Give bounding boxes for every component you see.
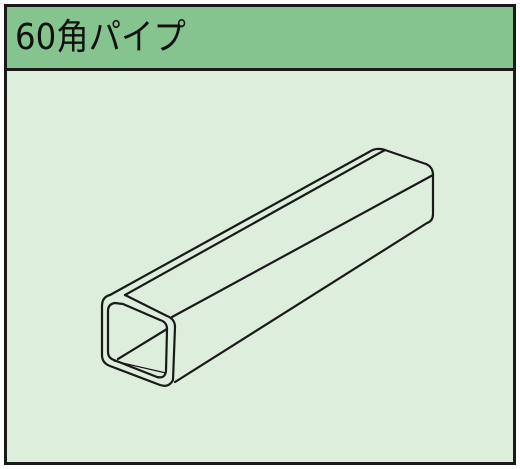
card-header: 60角パイプ (7, 7, 513, 71)
square-tube-icon (100, 147, 435, 387)
product-title: 60角パイプ (15, 16, 186, 58)
product-card: 60角パイプ (4, 4, 516, 465)
card-body (7, 71, 513, 459)
